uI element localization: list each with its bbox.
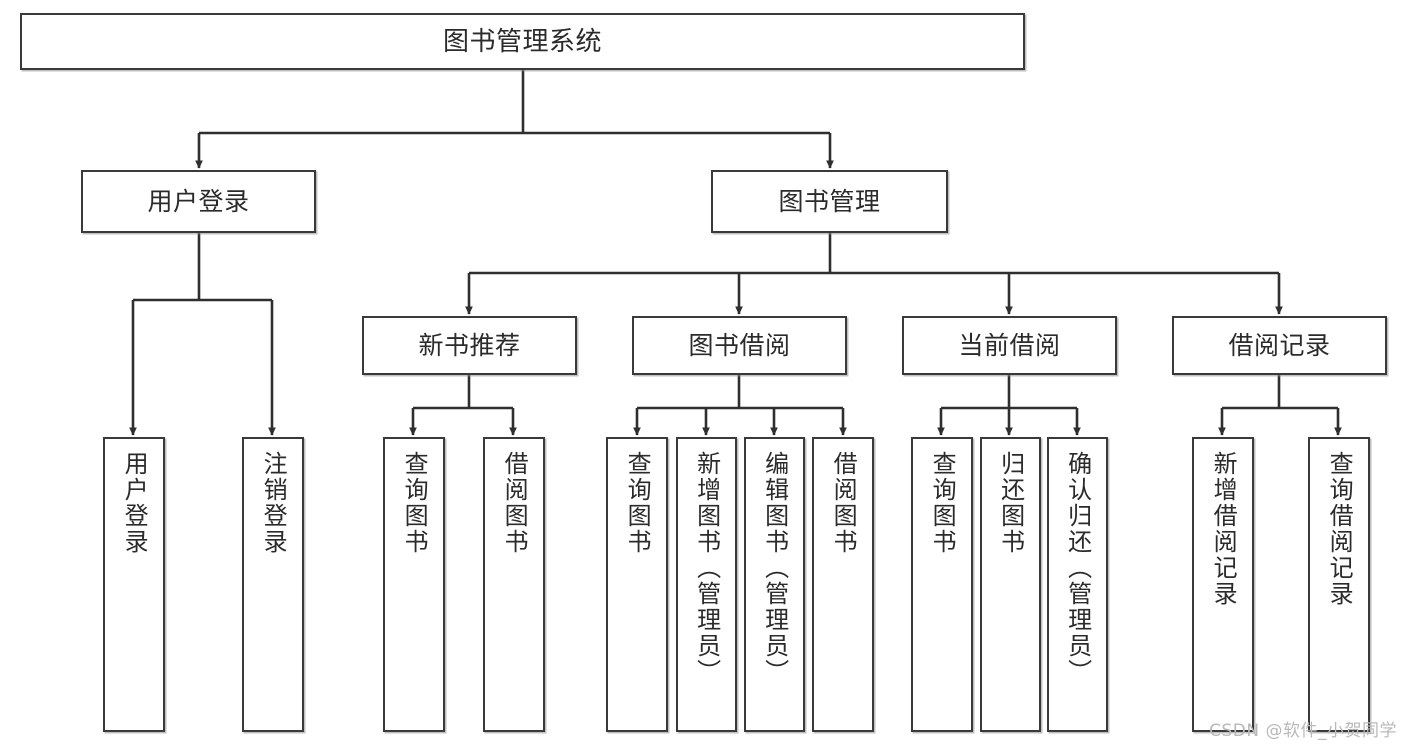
node-current-borrow[interactable]: 当前借阅: [902, 316, 1117, 375]
node-leaf-query-book-1-label: 查询图书: [400, 451, 429, 555]
node-leaf-borrow-book-1-label: 借阅图书: [500, 451, 529, 555]
node-leaf-query-book-2[interactable]: 查询图书: [606, 437, 668, 732]
node-leaf-add-record-label: 新增借阅记录: [1209, 451, 1238, 607]
node-book-borrow[interactable]: 图书借阅: [632, 316, 847, 375]
node-root[interactable]: 图书管理系统: [20, 13, 1025, 70]
node-leaf-borrow-book-1[interactable]: 借阅图书: [483, 437, 545, 732]
node-book-manage-label: 图书管理: [778, 187, 881, 216]
node-current-borrow-label: 当前借阅: [958, 331, 1061, 360]
node-leaf-query-book-1[interactable]: 查询图书: [383, 437, 445, 732]
watermark: CSDN @软件_小贺同学: [1209, 721, 1397, 741]
node-root-label: 图书管理系统: [442, 26, 602, 57]
node-leaf-user-logout-label: 注销登录: [259, 451, 288, 555]
node-leaf-add-record[interactable]: 新增借阅记录: [1192, 437, 1254, 732]
node-leaf-user-login-label: 用户登录: [120, 451, 149, 555]
node-leaf-edit-book-label: 编辑图书（管理员）: [760, 451, 789, 685]
node-borrow-record[interactable]: 借阅记录: [1172, 316, 1387, 375]
node-leaf-query-book-2-label: 查询图书: [623, 451, 652, 555]
node-leaf-return-book[interactable]: 归还图书: [980, 437, 1041, 732]
node-leaf-confirm-return-label: 确认归还（管理员）: [1063, 451, 1092, 685]
node-leaf-query-record-label: 查询借阅记录: [1325, 451, 1354, 607]
node-leaf-user-login[interactable]: 用户登录: [103, 437, 165, 732]
node-new-book-recommend[interactable]: 新书推荐: [362, 316, 577, 375]
node-book-borrow-label: 图书借阅: [688, 331, 791, 360]
node-user-login[interactable]: 用户登录: [81, 170, 316, 233]
node-leaf-borrow-book-2[interactable]: 借阅图书: [812, 437, 874, 732]
node-leaf-confirm-return[interactable]: 确认归还（管理员）: [1047, 437, 1108, 732]
node-leaf-return-book-label: 归还图书: [996, 451, 1025, 555]
node-leaf-add-book[interactable]: 新增图书（管理员）: [676, 437, 737, 732]
node-leaf-edit-book[interactable]: 编辑图书（管理员）: [744, 437, 805, 732]
node-leaf-borrow-book-2-label: 借阅图书: [829, 451, 858, 555]
node-new-book-recommend-label: 新书推荐: [418, 331, 521, 360]
node-leaf-query-book-3[interactable]: 查询图书: [911, 437, 973, 732]
node-borrow-record-label: 借阅记录: [1228, 331, 1331, 360]
node-leaf-user-logout[interactable]: 注销登录: [242, 437, 304, 732]
node-leaf-query-book-3-label: 查询图书: [928, 451, 957, 555]
node-book-manage[interactable]: 图书管理: [711, 170, 948, 233]
node-leaf-add-book-label: 新增图书（管理员）: [692, 451, 721, 685]
node-user-login-label: 用户登录: [147, 187, 250, 216]
node-leaf-query-record[interactable]: 查询借阅记录: [1308, 437, 1370, 732]
